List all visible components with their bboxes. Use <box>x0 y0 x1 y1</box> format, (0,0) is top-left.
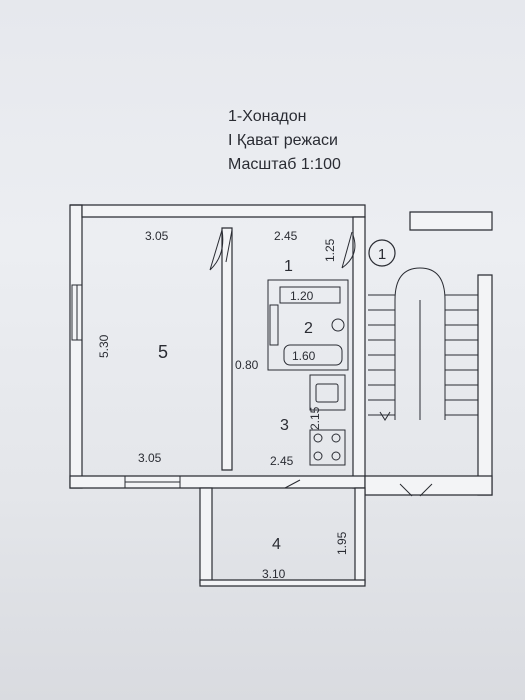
kitchen-fixtures <box>309 374 346 466</box>
door-balcony <box>284 479 301 489</box>
outer-wall-right-upper <box>352 216 366 489</box>
dim-bath-top: 1.20 <box>290 289 314 303</box>
stair-marker-circle <box>368 239 396 267</box>
door-entrance <box>341 231 356 269</box>
door-hall <box>225 229 233 263</box>
room-2-label: 2 <box>304 320 313 337</box>
balcony-wall-right <box>354 487 366 584</box>
dim-balcony-depth: 1.95 <box>335 531 349 555</box>
bathroom-block <box>267 279 349 371</box>
partition-wall-5 <box>221 227 233 471</box>
dim-kitchen-width: 2.45 <box>270 454 294 468</box>
dim-bath-bottom: 1.60 <box>292 349 316 363</box>
floor-plan-title: I Қават режаси <box>228 132 338 149</box>
stair-top-wall <box>409 211 493 231</box>
apartment-title: 1-Хонадон <box>228 108 307 125</box>
room-3-label: 3 <box>280 417 289 434</box>
room-1-label: 1 <box>284 258 293 275</box>
balcony-rail <box>199 579 366 587</box>
outer-wall-left <box>69 204 83 489</box>
dim-corridor: 0.80 <box>235 358 259 372</box>
scale-label: Масштаб 1:100 <box>228 156 341 173</box>
room-5-label: 5 <box>158 342 168 362</box>
balcony-wall <box>199 487 213 584</box>
door-room5 <box>209 229 224 271</box>
room-4-label: 4 <box>272 536 281 553</box>
dim-hall-depth: 1.25 <box>323 238 337 262</box>
stair-wall-right <box>477 274 493 496</box>
stair-wall-bottom <box>364 475 493 496</box>
dim-room5-height: 5.30 <box>97 334 111 358</box>
staircase <box>368 267 478 421</box>
dim-kitchen-depth: 2.15 <box>308 406 322 430</box>
window-left <box>71 284 83 341</box>
dim-room5-top: 3.05 <box>145 229 169 243</box>
outer-wall-top <box>70 204 366 218</box>
window-bottom <box>124 475 181 489</box>
outer-wall-bottom <box>69 475 366 489</box>
dim-balcony-width: 3.10 <box>262 567 286 581</box>
dim-hall-width: 2.45 <box>274 229 298 243</box>
dim-room5-bottom: 3.05 <box>138 451 162 465</box>
stair-marker-label: 1 <box>378 246 386 263</box>
door-stair <box>399 483 433 497</box>
